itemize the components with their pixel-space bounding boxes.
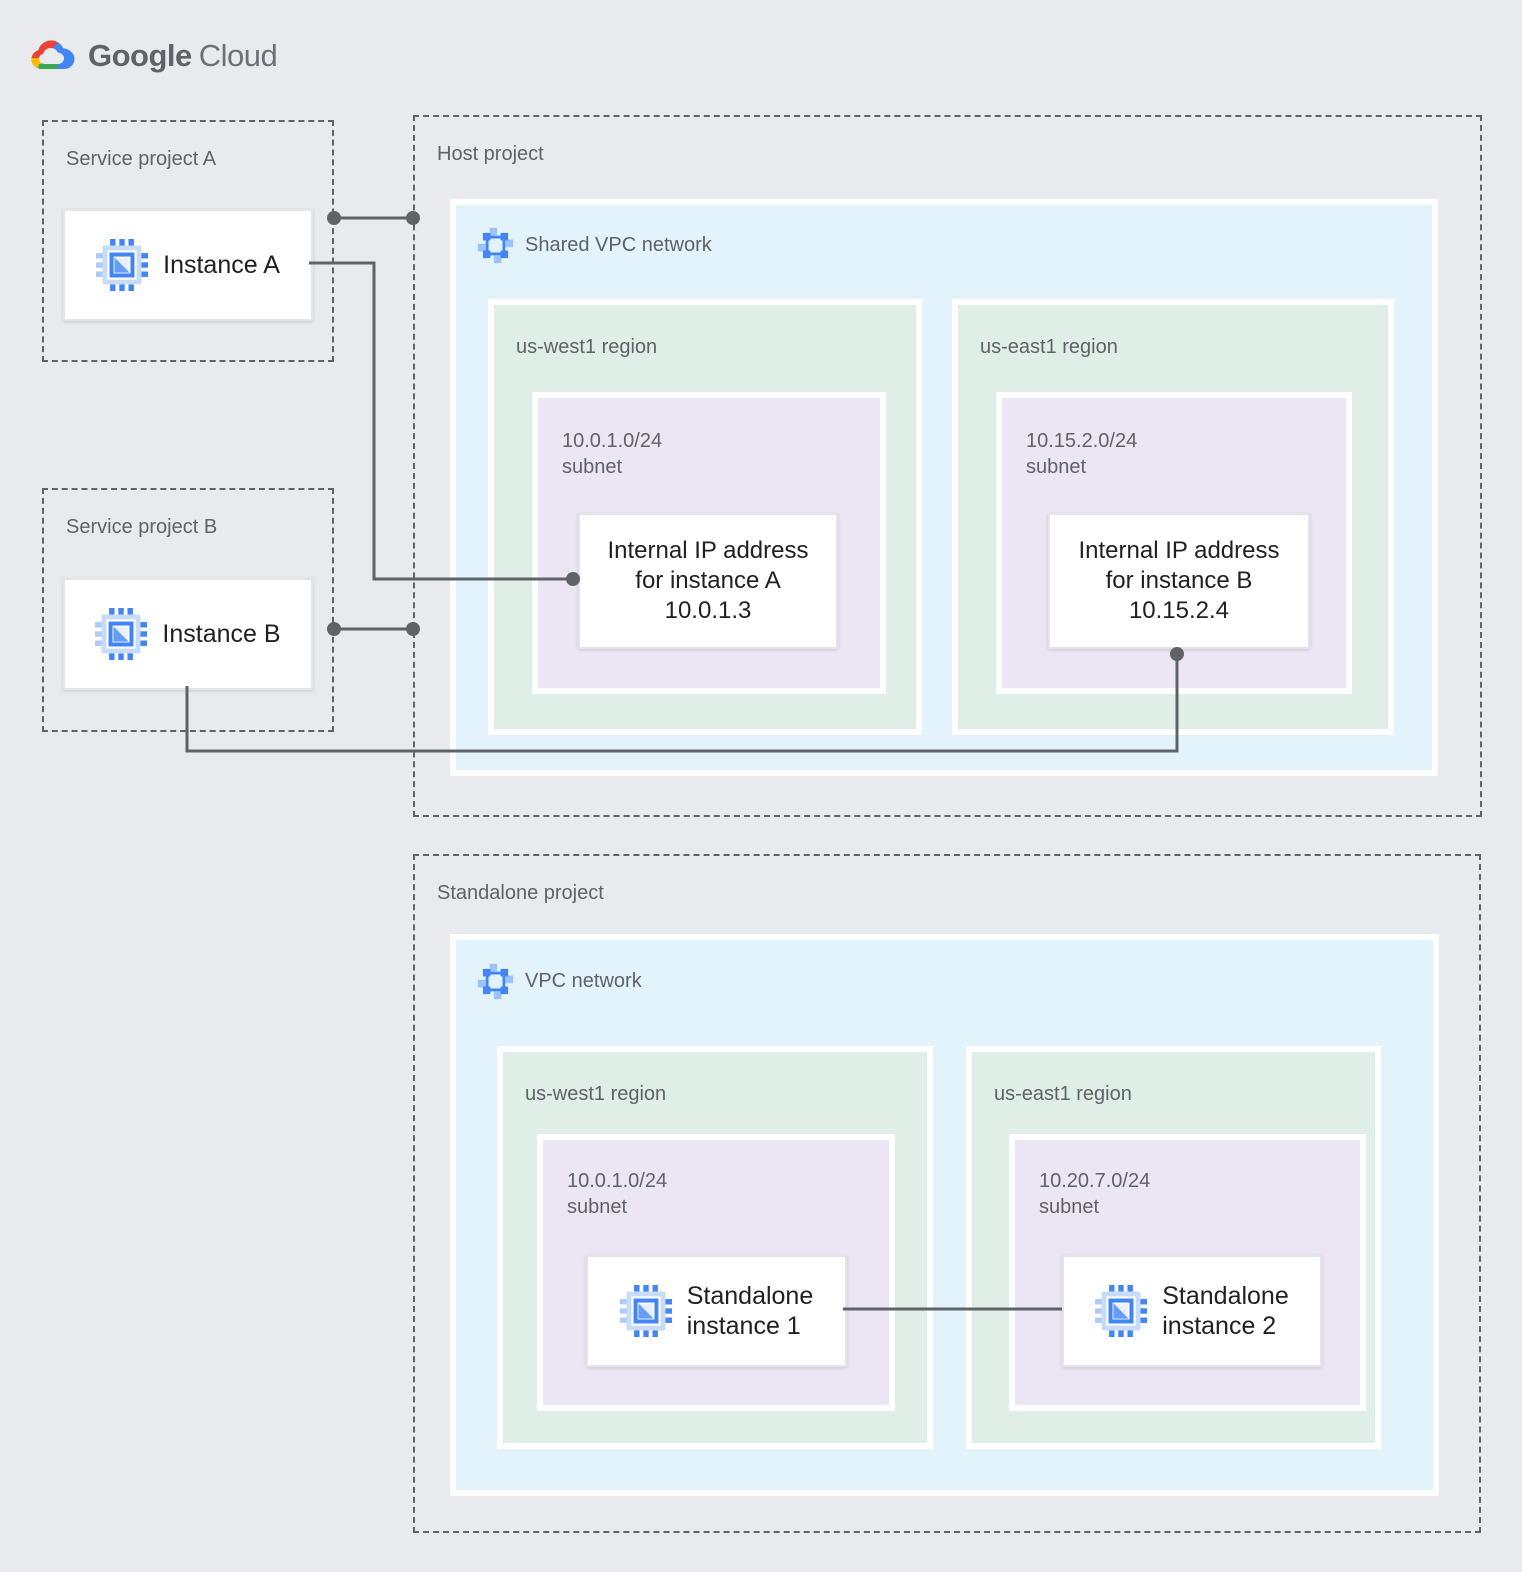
standalone-project-label: Standalone project (437, 882, 604, 904)
standalone-us-west1-region-label: us-west1 region (525, 1083, 667, 1105)
instance-a-label: Instance A (163, 250, 280, 279)
internal-ip-instance-a-box: Internal IP address for instance A 10.0.… (578, 513, 838, 649)
standalone-instance-2-label: Standalone instance 2 (1162, 1282, 1289, 1340)
internal-ip-instance-b-text: Internal IP address for instance B 10.15… (1078, 537, 1280, 624)
standalone-instance-2-box: Standalone instance 2 (1062, 1255, 1322, 1367)
compute-engine-icon (1095, 1285, 1148, 1337)
standalone-project-box: Standalone project (413, 854, 1481, 1533)
standalone-us-east1-region-label: us-east1 region (994, 1083, 1132, 1105)
host-east-subnet-cidr: 10.15.2.0/24 (1026, 430, 1138, 452)
host-us-west1-region-label: us-west1 region (516, 336, 658, 358)
standalone-west-subnet-cidr: 10.0.1.0/24 (567, 1170, 668, 1192)
vpc-network-icon (477, 227, 514, 264)
instance-a-box: Instance A (63, 209, 313, 321)
google-cloud-icon (31, 40, 75, 69)
instance-b-label: Instance B (162, 619, 281, 648)
vpc-network-label: VPC network (525, 970, 642, 992)
host-east-subnet-label: 10.15.2.0/24 subnet (1026, 428, 1137, 480)
compute-engine-icon (619, 1285, 672, 1337)
host-project-label: Host project (437, 143, 544, 165)
host-west-subnet-cidr: 10.0.1.0/24 (562, 430, 663, 452)
host-us-east1-region-label: us-east1 region (980, 336, 1118, 358)
vpc-network-header: VPC network (477, 963, 642, 1000)
compute-engine-icon (96, 239, 149, 291)
service-project-b-label: Service project B (66, 516, 218, 538)
standalone-instance-1-box: Standalone instance 1 (586, 1255, 847, 1367)
standalone-instance-1-label: Standalone instance 1 (686, 1282, 814, 1340)
vpc-network-icon (477, 963, 514, 1000)
shared-vpc-network-label: Shared VPC network (525, 234, 712, 256)
internal-ip-instance-b-box: Internal IP address for instance B 10.15… (1048, 513, 1310, 649)
standalone-east-subnet-label: 10.20.7.0/24 subnet (1039, 1168, 1150, 1220)
standalone-west-subnet-word: subnet (567, 1196, 628, 1218)
host-west-subnet-label: 10.0.1.0/24 subnet (562, 428, 662, 480)
instance-b-box: Instance B (63, 578, 313, 690)
shared-vpc-network-header: Shared VPC network (477, 227, 712, 264)
logo-google-text: Google (88, 38, 192, 73)
standalone-east-subnet-cidr: 10.20.7.0/24 (1039, 1170, 1151, 1192)
host-west-subnet-word: subnet (562, 456, 623, 478)
service-project-a-label: Service project A (66, 148, 217, 170)
compute-engine-icon (95, 608, 148, 660)
internal-ip-instance-a-text: Internal IP address for instance A 10.0.… (607, 537, 809, 624)
standalone-east-subnet-word: subnet (1039, 1196, 1100, 1218)
logo-cloud-text: Cloud (198, 38, 278, 73)
service-project-a-box: Service project A (42, 120, 334, 362)
standalone-west-subnet-label: 10.0.1.0/24 subnet (567, 1168, 667, 1220)
host-east-subnet-word: subnet (1026, 456, 1087, 478)
